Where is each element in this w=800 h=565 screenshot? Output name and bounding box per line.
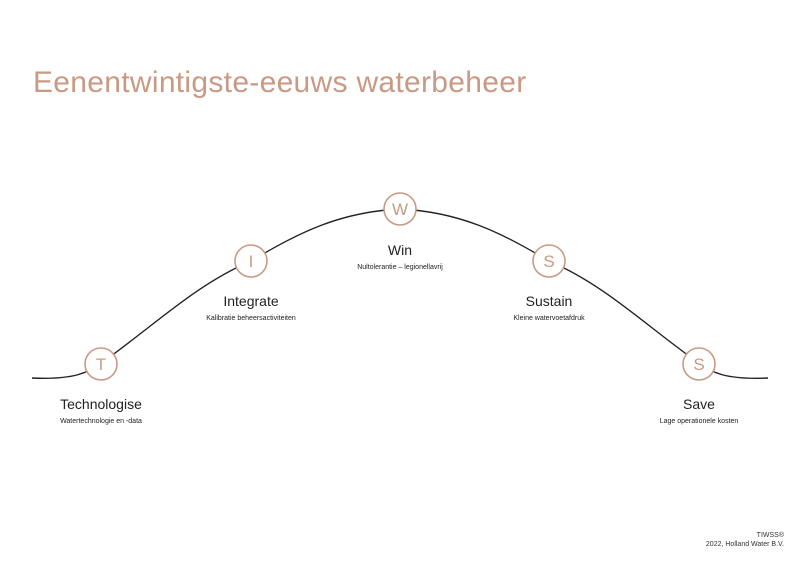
footer-credits: TIWSS® 2022, Holland Water B.V.: [706, 531, 784, 549]
step-label: Save: [683, 396, 715, 412]
step-save: Save Lage operationele kosten: [660, 396, 739, 425]
trademark-text: TIWSS®: [756, 532, 784, 539]
step-description: Watertechnologie en -data: [60, 418, 142, 425]
step-circle-win: [383, 192, 417, 226]
step-letter-win: W: [392, 200, 408, 219]
step-label: Sustain: [525, 293, 573, 309]
step-letter-technologise: T: [96, 355, 106, 374]
step-circle-sustain: [532, 244, 566, 278]
step-win: Win Nultolerantie – legionellavrij: [357, 242, 443, 271]
step-sustain: Sustain Kleine watervoetafdruk: [513, 293, 584, 322]
step-circle-technologise: [84, 347, 118, 381]
step-letter-sustain: S: [543, 252, 554, 271]
step-label: Technologise: [60, 396, 142, 412]
step-letter-integrate: I: [249, 252, 254, 271]
copyright-text: 2022, Holland Water B.V.: [705, 541, 784, 548]
step-circle-save: [682, 347, 716, 381]
step-description: Nultolerantie – legionellavrij: [357, 264, 443, 271]
step-label: Integrate: [223, 293, 279, 309]
step-integrate: Integrate Kalibratie beheersactiviteiten: [206, 293, 296, 322]
step-label: Win: [387, 242, 413, 258]
step-description: Kalibratie beheersactiviteiten: [206, 315, 296, 322]
step-technologise: Technologise Watertechnologie en -data: [60, 396, 142, 425]
step-letter-save: S: [693, 355, 704, 374]
step-description: Kleine watervoetafdruk: [513, 315, 585, 322]
bell-curve-line: [31, 208, 769, 380]
step-circle-integrate: [234, 244, 268, 278]
page-title: Eenentwintigste-eeuws waterbeheer: [33, 66, 527, 99]
step-description: Lage operationele kosten: [659, 418, 739, 425]
